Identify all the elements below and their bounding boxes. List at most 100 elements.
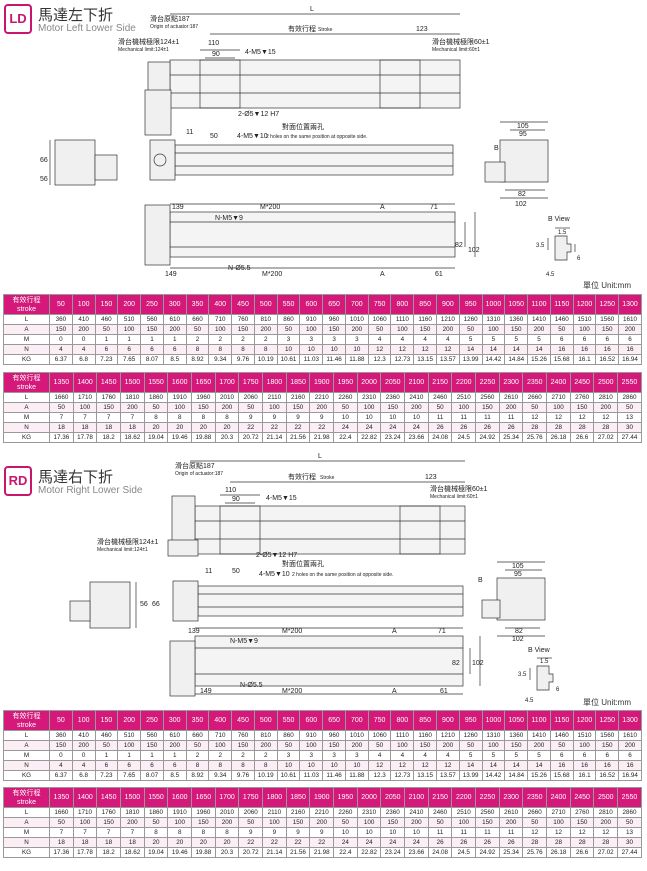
table-cell: 50 <box>49 817 74 828</box>
table-cell: 8 <box>231 760 255 771</box>
stroke-value: 150 <box>94 294 119 315</box>
dim-50: 50 <box>210 133 218 140</box>
table-cell: 2560 <box>475 807 500 818</box>
table-cell: 50 <box>367 740 392 751</box>
table-cell: 100 <box>390 324 415 335</box>
table-cell: 22.4 <box>333 847 358 858</box>
stroke-value: 1150 <box>549 294 574 315</box>
table-cell: 100 <box>167 402 193 413</box>
table-cell: 100 <box>481 324 506 335</box>
table-cell: 100 <box>356 817 382 828</box>
table-cell: 6.37 <box>49 770 73 781</box>
table-cell: 7 <box>120 412 145 423</box>
table-cell: 50 <box>522 817 548 828</box>
table-cell: 24 <box>380 837 406 848</box>
table-cell: 11.03 <box>299 770 324 781</box>
model-badge: LD <box>4 4 32 34</box>
stroke-value: 1550 <box>143 787 169 808</box>
table-cell: 100 <box>299 324 324 335</box>
table-cell: 16 <box>595 760 620 771</box>
table-cell: 1260 <box>458 730 483 741</box>
table-cell: 200 <box>527 740 551 751</box>
table-cell: 24.92 <box>475 847 500 858</box>
table-cell: 50 <box>458 740 483 751</box>
table-cell: 18.62 <box>120 847 145 858</box>
table-cell: 200 <box>214 402 240 413</box>
stroke-value: 2400 <box>546 372 571 393</box>
stroke-value: 1050 <box>504 294 529 315</box>
stroke-value: 2150 <box>427 372 453 393</box>
dim-a-top: A <box>392 628 397 635</box>
dim-n-m5: N-M5▼9 <box>215 215 243 222</box>
stroke-value: 1800 <box>262 372 287 393</box>
table-cell: 610 <box>162 314 187 325</box>
row-label: A <box>3 324 50 335</box>
table-cell: 150 <box>140 740 164 751</box>
table-cell: 2210 <box>309 807 335 818</box>
table-cell: 14 <box>481 760 506 771</box>
table-cell: 2810 <box>593 807 619 818</box>
table-cell: 17.78 <box>72 847 98 858</box>
dim-139: 139 <box>188 628 200 635</box>
table-cell: 2360 <box>380 807 406 818</box>
table-cell: 10 <box>276 760 301 771</box>
table-cell: 5 <box>504 750 529 761</box>
row-label: KG <box>3 847 50 858</box>
table-cell: 50 <box>549 740 574 751</box>
table-cell: 2660 <box>522 807 548 818</box>
dim-95: 95 <box>514 571 522 578</box>
table-cell: 11 <box>427 412 453 423</box>
row-label: A <box>3 402 50 413</box>
unit-label: 單位 Unit:mm <box>583 281 631 290</box>
table-cell: 6 <box>595 750 620 761</box>
table-cell: 5 <box>527 334 551 345</box>
table-cell: 6 <box>572 334 597 345</box>
table-cell: 910 <box>299 730 324 741</box>
table-cell: 1 <box>94 334 119 345</box>
stroke-value: 1900 <box>309 372 335 393</box>
table-cell: 24 <box>404 837 429 848</box>
table-cell: 21.98 <box>309 847 335 858</box>
table-cell: 1 <box>162 750 187 761</box>
table-cell: 2 <box>208 334 233 345</box>
table-cell: 7.65 <box>117 354 142 365</box>
table-cell: 10 <box>322 760 346 771</box>
stroke-value: 2450 <box>569 372 595 393</box>
table-cell: 26.18 <box>546 847 571 858</box>
table-cell: 2860 <box>617 392 642 403</box>
table-cell: 6 <box>618 750 642 761</box>
dim-95: 95 <box>519 131 527 138</box>
table-cell: 24.08 <box>427 847 453 858</box>
dim-90: 90 <box>232 496 240 503</box>
table-cell: 200 <box>71 740 96 751</box>
stroke-value: 1800 <box>262 787 287 808</box>
stroke-value: 2050 <box>380 787 406 808</box>
dim-71: 71 <box>430 204 438 211</box>
table-cell: 1060 <box>367 730 392 741</box>
stroke-value: 450 <box>231 294 255 315</box>
table-cell: 1760 <box>96 392 122 403</box>
b-view-label: B View <box>528 647 551 654</box>
table-cell: 9 <box>262 412 287 423</box>
table-cell: 2010 <box>214 807 240 818</box>
stroke-value: 250 <box>140 294 164 315</box>
stroke-value: 1950 <box>333 372 358 393</box>
row-label: M <box>3 827 50 838</box>
table-cell: 6 <box>117 344 142 355</box>
table-cell: 8 <box>253 344 278 355</box>
table-cell: 1560 <box>595 730 620 741</box>
dim-pin-hole: 2-Ø5▼12 H7 <box>256 552 297 559</box>
table-cell: 2610 <box>498 392 524 403</box>
table-cell: 2560 <box>475 392 500 403</box>
stroke-value: 1550 <box>143 372 169 393</box>
dim-m200-bottom: M*200 <box>282 688 302 695</box>
table-cell: 4 <box>390 750 415 761</box>
table-cell: 8 <box>231 344 255 355</box>
table-cell: 16.94 <box>618 770 642 781</box>
